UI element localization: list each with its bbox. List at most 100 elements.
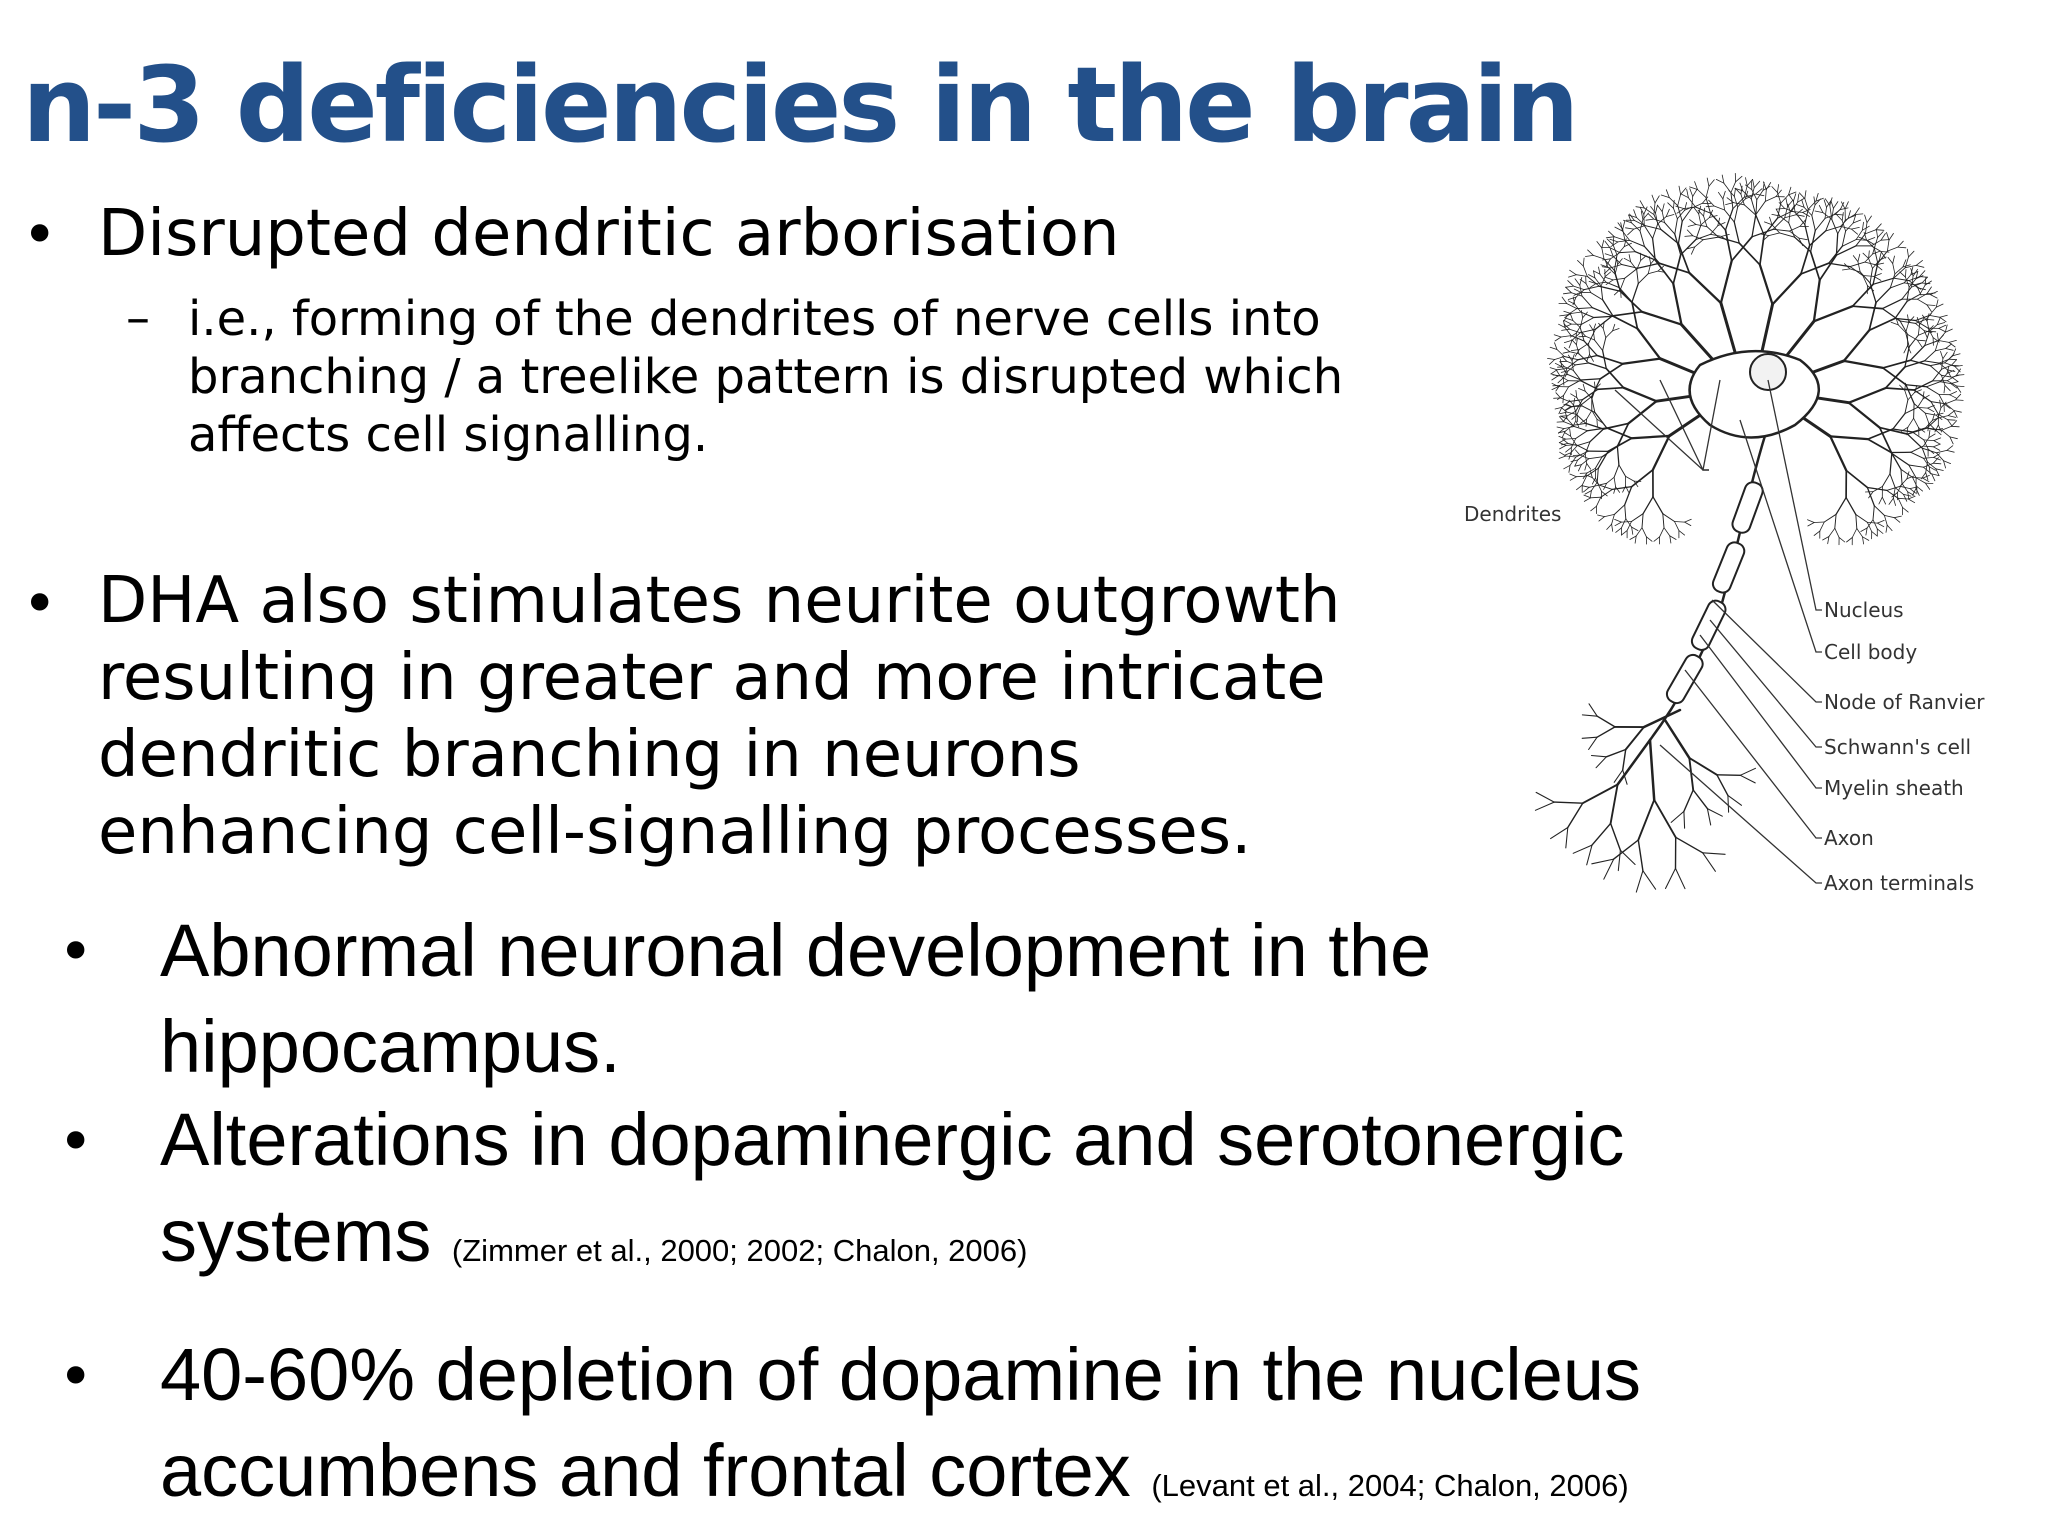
dendrite-branch bbox=[1601, 349, 1607, 370]
dendrite-branch bbox=[1930, 401, 1947, 405]
dendrite-branch bbox=[1586, 467, 1596, 474]
dendrite-branch bbox=[1549, 346, 1558, 350]
dendrite-branch bbox=[1640, 310, 1683, 326]
axon-terminal-branch bbox=[1588, 703, 1598, 717]
dendrite-branch bbox=[1739, 182, 1744, 192]
dendrite-branch bbox=[1556, 349, 1565, 357]
dendrite-branch bbox=[1584, 441, 1591, 455]
dendrite-branch bbox=[1635, 527, 1643, 537]
dendrite-branch bbox=[1788, 186, 1792, 196]
dendrite-branch bbox=[1580, 330, 1587, 337]
dendrite-branch bbox=[1628, 214, 1632, 224]
dendrite-branch bbox=[1764, 196, 1777, 202]
dendrite-branch bbox=[1625, 518, 1633, 528]
dendrite-branch bbox=[1849, 261, 1866, 268]
dendrite-branch bbox=[1868, 250, 1870, 259]
dendrite-branch bbox=[1934, 424, 1939, 433]
label-leader-line bbox=[1767, 379, 1822, 611]
dendrite-branch bbox=[1611, 513, 1615, 525]
dendrite-branch bbox=[1631, 526, 1639, 532]
dendrite-branch bbox=[1603, 482, 1608, 490]
dendrite-branch bbox=[1917, 324, 1921, 336]
dendrite-branch bbox=[1559, 444, 1567, 450]
dendrite-branch bbox=[1565, 447, 1572, 453]
dendrite-branch bbox=[1633, 219, 1645, 226]
dendrite-branch bbox=[1872, 262, 1879, 285]
dendrite-branch bbox=[1612, 323, 1616, 332]
dendrite-branch bbox=[1565, 403, 1573, 408]
dendrite-branch bbox=[1927, 407, 1935, 413]
dendrite-branch bbox=[1614, 521, 1622, 527]
dendrite-branch bbox=[1944, 384, 1951, 392]
dendrite-branch bbox=[1622, 485, 1627, 493]
dendrite-branch bbox=[1633, 480, 1639, 488]
dendrite-branch bbox=[1599, 482, 1608, 486]
dendrite-branch bbox=[1906, 433, 1923, 449]
dendrite-branch bbox=[1631, 222, 1641, 232]
dendrite-branch bbox=[1624, 504, 1627, 520]
dendrite-branch bbox=[1625, 475, 1635, 482]
dendrite-branch bbox=[1620, 222, 1623, 232]
dendrite-branch bbox=[1686, 246, 1696, 250]
axon-terminal-branch bbox=[1572, 844, 1593, 854]
dendrite-branch bbox=[1551, 386, 1559, 391]
dendrite-branch bbox=[1569, 351, 1580, 355]
dendrite-branch bbox=[1589, 283, 1597, 289]
dendrite-branch bbox=[1636, 327, 1662, 360]
dendrite-branch bbox=[1569, 473, 1577, 478]
dendrite-branch bbox=[1889, 452, 1893, 475]
dendrite-branch bbox=[1864, 229, 1877, 235]
dendrite-branch bbox=[1613, 476, 1617, 488]
dendrite-branch bbox=[1854, 213, 1864, 215]
dendrite-branch bbox=[1576, 441, 1591, 447]
label-leader-line bbox=[1739, 419, 1822, 653]
dendrite-branch bbox=[1596, 241, 1603, 249]
dendrite-branch bbox=[1606, 476, 1615, 484]
dendrite-branch bbox=[1689, 186, 1698, 190]
dendrite-branch bbox=[1651, 237, 1656, 261]
axon-terminal-branch bbox=[1635, 870, 1644, 893]
axon-terminal-branch bbox=[1591, 822, 1612, 846]
dendrite-branch bbox=[1554, 362, 1563, 368]
dendrite-branch bbox=[1558, 416, 1565, 423]
dendrite-branch bbox=[1724, 208, 1734, 231]
dendrite-branch bbox=[1581, 405, 1596, 413]
dendrite-branch bbox=[1601, 490, 1608, 497]
dendrite-branch bbox=[1684, 518, 1692, 523]
dendrite-branch bbox=[1950, 383, 1958, 389]
dendrite-branch bbox=[1903, 493, 1912, 497]
dendrite-branch bbox=[1850, 228, 1859, 235]
dendrite-branch bbox=[1557, 377, 1564, 384]
bullet-dha-neurite-outgrowth: DHA also stimulates neurite outgrowth re… bbox=[98, 564, 1341, 869]
dendrite-branch bbox=[1705, 185, 1710, 199]
dendrite-branch bbox=[1827, 536, 1830, 545]
dendrite-branch bbox=[1951, 425, 1960, 428]
dendrite-branch bbox=[1915, 270, 1919, 280]
dendrite-branch bbox=[1935, 468, 1944, 471]
dendrite-branch bbox=[1915, 275, 1924, 280]
dendrite-branch bbox=[1948, 341, 1956, 348]
dendrite-branch bbox=[1573, 291, 1582, 296]
dendrite-branch bbox=[1762, 185, 1771, 191]
dendrite-branch bbox=[1643, 206, 1648, 215]
dendrite-branch bbox=[1807, 519, 1815, 523]
dendrite-branch bbox=[1912, 476, 1918, 487]
dendrite-branch bbox=[1935, 299, 1939, 308]
dendrite-branch bbox=[1665, 189, 1670, 199]
dendrite-branch bbox=[1581, 485, 1590, 488]
dendrite-branch bbox=[1886, 524, 1893, 532]
dendrite-branch bbox=[1876, 522, 1885, 528]
dendrite-branch bbox=[1724, 209, 1735, 223]
dendrite-branch bbox=[1926, 313, 1930, 322]
dendrite-branch bbox=[1909, 486, 1918, 490]
dendrite-branch bbox=[1923, 457, 1930, 468]
dendrite-branch bbox=[1935, 303, 1944, 308]
dendrite-branch bbox=[1645, 218, 1655, 221]
dendrite-branch bbox=[1580, 310, 1584, 319]
dendrite-branch bbox=[1937, 424, 1943, 433]
dendrite-branch bbox=[1904, 276, 1910, 288]
dendrite-branch bbox=[1861, 221, 1864, 231]
dendrite-branch bbox=[1705, 205, 1715, 208]
dendrite-branch bbox=[1604, 276, 1614, 281]
dendrite-branch bbox=[1582, 383, 1586, 392]
